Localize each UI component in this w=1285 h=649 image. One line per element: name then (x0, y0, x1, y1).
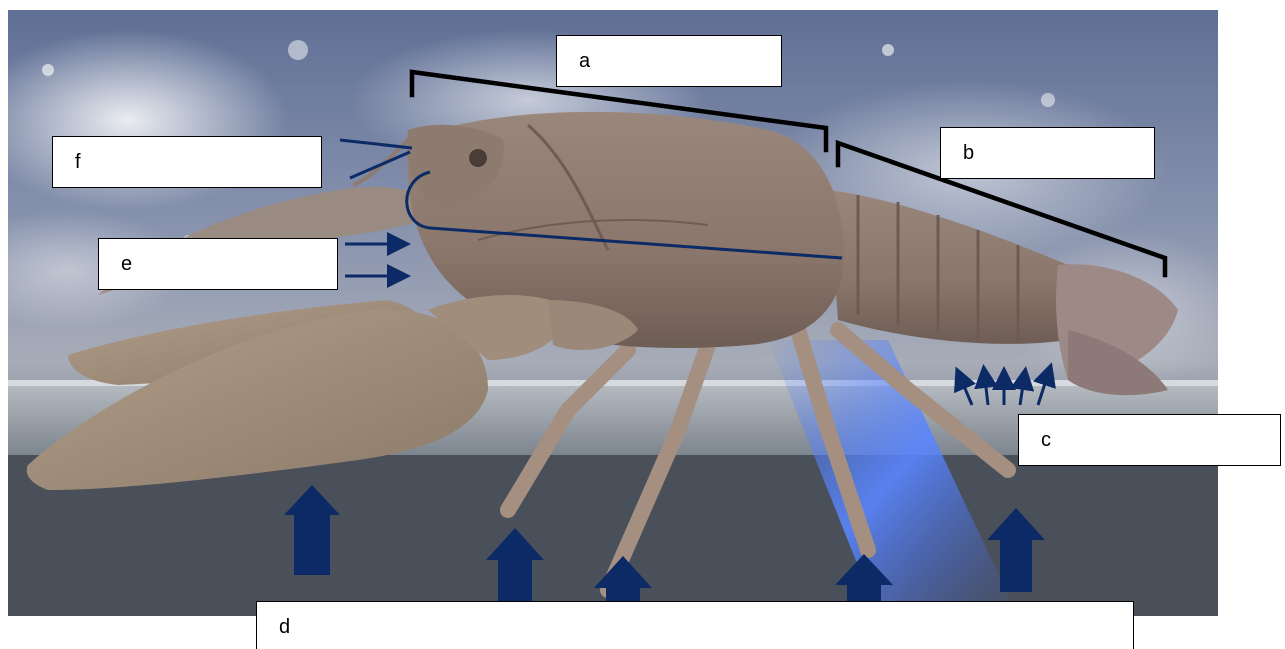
label-box-c[interactable]: c (1018, 414, 1281, 466)
crayfish-illustration (8, 10, 1218, 616)
label-box-f[interactable]: f (52, 136, 322, 188)
eye (469, 149, 487, 167)
label-a-text: a (579, 50, 590, 72)
crayfish-photo (8, 10, 1218, 616)
label-e-text: e (121, 253, 132, 275)
label-c-text: c (1041, 429, 1051, 451)
label-box-e[interactable]: e (98, 238, 338, 290)
label-box-a[interactable]: a (556, 35, 782, 87)
label-f-text: f (75, 151, 81, 173)
label-d-text: d (279, 616, 290, 638)
label-b-text: b (963, 142, 974, 164)
label-box-b[interactable]: b (940, 127, 1155, 179)
label-box-d[interactable]: d (256, 601, 1134, 649)
antennule (353, 135, 413, 185)
